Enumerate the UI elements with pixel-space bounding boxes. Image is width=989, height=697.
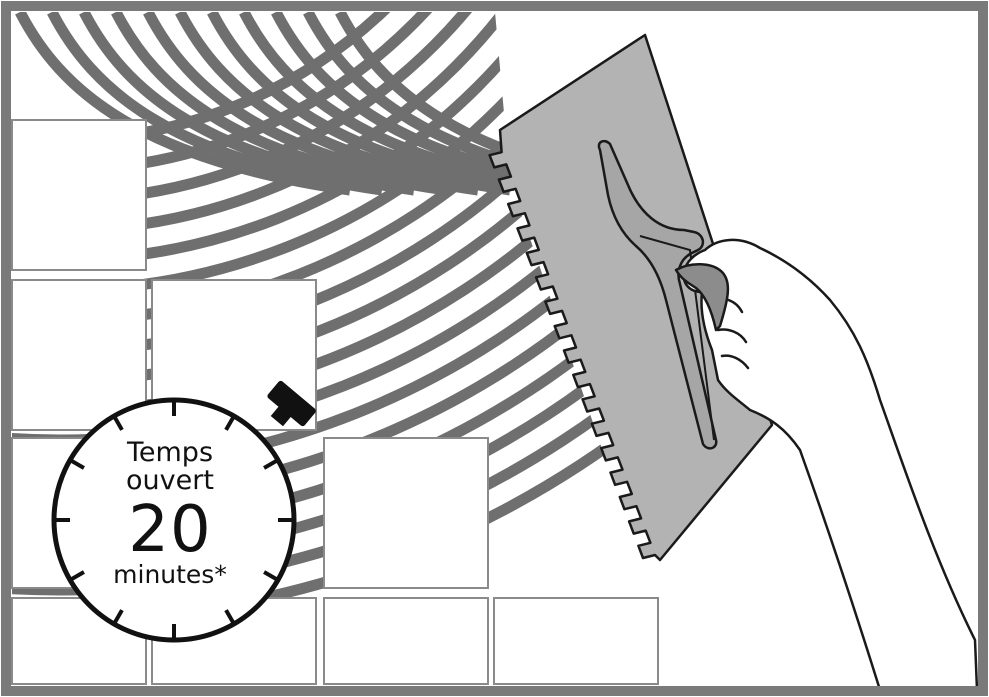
timer-unit: minutes*: [90, 560, 250, 590]
timer-label-line1: Temps: [100, 438, 240, 468]
timer-value: 20: [90, 494, 250, 566]
tile: [324, 598, 488, 684]
timer-label-line2: ouvert: [100, 466, 240, 496]
tile: [324, 438, 488, 588]
tile: [12, 120, 146, 270]
tile: [494, 598, 658, 684]
